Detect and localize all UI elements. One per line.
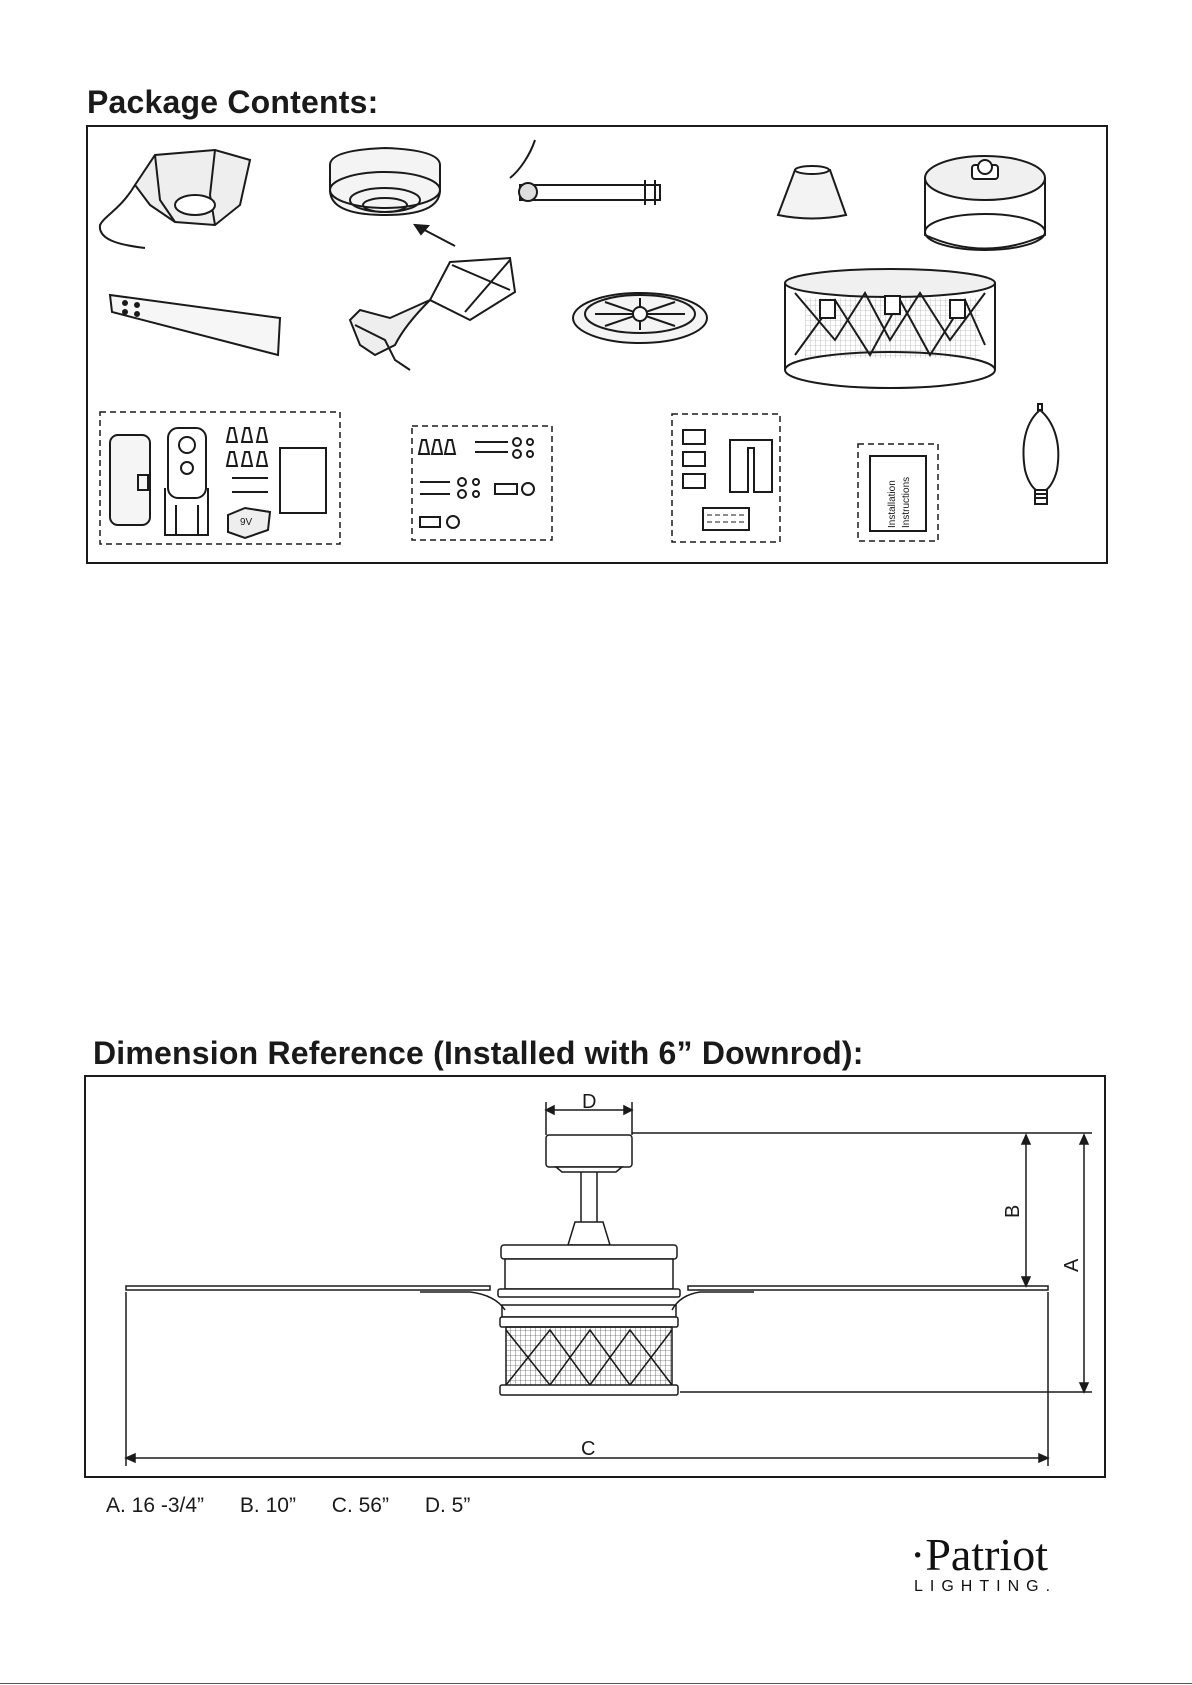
dimension-a-value: A. 16 -3/4” (106, 1494, 204, 1517)
dimension-label-b: B (1002, 1205, 1024, 1218)
canopy-outline (546, 1135, 632, 1167)
dimension-d-value: D. 5” (425, 1494, 471, 1517)
dimension-label-d: D (582, 1091, 596, 1113)
dimension-values: A. 16 -3/4” B. 10” C. 56” D. 5” (106, 1494, 500, 1518)
brand-tagline: LIGHTING. (914, 1578, 1057, 1596)
dimension-c-value: C. 56” (332, 1494, 389, 1517)
brand-name: ·Patriot (910, 1528, 1048, 1581)
dimension-label-c: C (581, 1438, 595, 1460)
footer-divider (0, 1683, 1192, 1684)
dimension-b-value: B. 10” (240, 1494, 296, 1517)
patriot-lighting-logo: ·Patriot LIGHTING. (910, 1528, 1080, 1598)
dimension-label-a: A (1061, 1258, 1083, 1272)
